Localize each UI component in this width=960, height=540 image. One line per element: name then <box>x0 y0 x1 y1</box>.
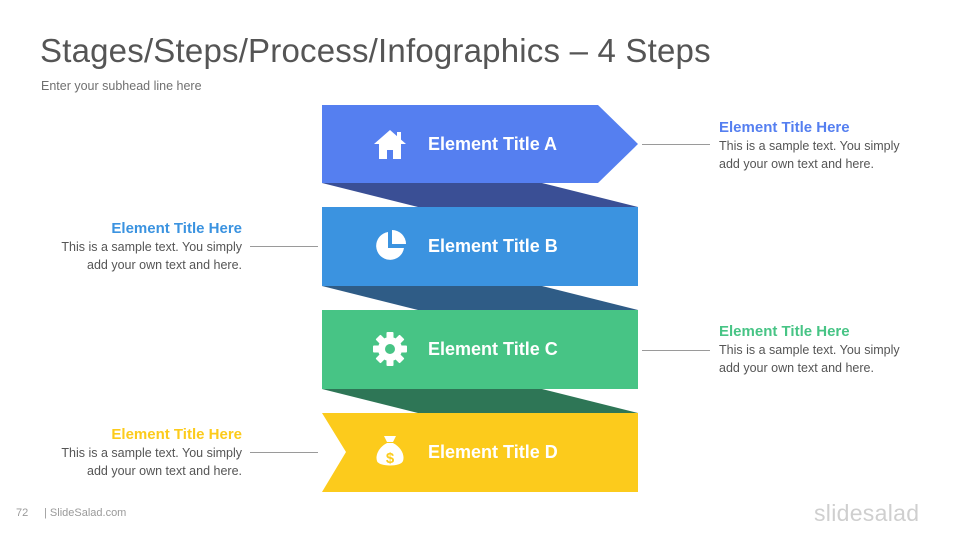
callout-c-title: Element Title Here <box>719 323 850 340</box>
callout-d-text: This is a sample text. You simply add yo… <box>61 446 242 478</box>
callout-b: Element Title Here This is a sample text… <box>42 220 242 274</box>
step-c-label: Element Title C <box>428 339 558 359</box>
fold-b-c <box>322 286 638 310</box>
money-bag-icon: $ <box>376 436 404 467</box>
slide-title: Stages/Steps/Process/Infographics – 4 St… <box>40 32 711 69</box>
footer-site-link[interactable]: | SlideSalad.com <box>44 507 127 519</box>
band-b <box>322 207 638 286</box>
gear-icon <box>373 332 407 366</box>
step-b-label: Element Title B <box>428 236 558 256</box>
fold-a-b <box>322 183 638 207</box>
callout-c: Element Title Here This is a sample text… <box>719 323 919 377</box>
step-a-label: Element Title A <box>428 134 558 154</box>
step-d-label: Element Title D <box>428 442 558 462</box>
callout-b-text: This is a sample text. You simply add yo… <box>61 240 242 272</box>
page-number: 72 <box>16 507 29 519</box>
leader-line-d <box>250 452 318 453</box>
band-d <box>322 413 638 492</box>
callout-a: Element Title Here This is a sample text… <box>719 119 919 173</box>
leader-line-c <box>642 350 710 351</box>
callout-d: Element Title Here This is a sample text… <box>42 426 242 480</box>
fold-c-d <box>322 389 638 413</box>
callout-c-text: This is a sample text. You simply add yo… <box>719 343 900 375</box>
callout-a-title: Element Title Here <box>719 119 850 136</box>
pie-chart-icon <box>376 230 406 260</box>
callout-b-title: Element Title Here <box>111 220 242 237</box>
leader-line-b <box>250 246 318 247</box>
callout-d-title: Element Title Here <box>111 426 242 443</box>
slidesalad-logo: slidesalad <box>814 500 920 526</box>
home-icon <box>374 130 406 159</box>
band-a <box>322 105 638 183</box>
slide-subhead: Enter your subhead line here <box>41 79 202 93</box>
leader-line-a <box>642 144 710 145</box>
svg-text:$: $ <box>386 450 395 467</box>
callout-a-text: This is a sample text. You simply add yo… <box>719 139 900 171</box>
